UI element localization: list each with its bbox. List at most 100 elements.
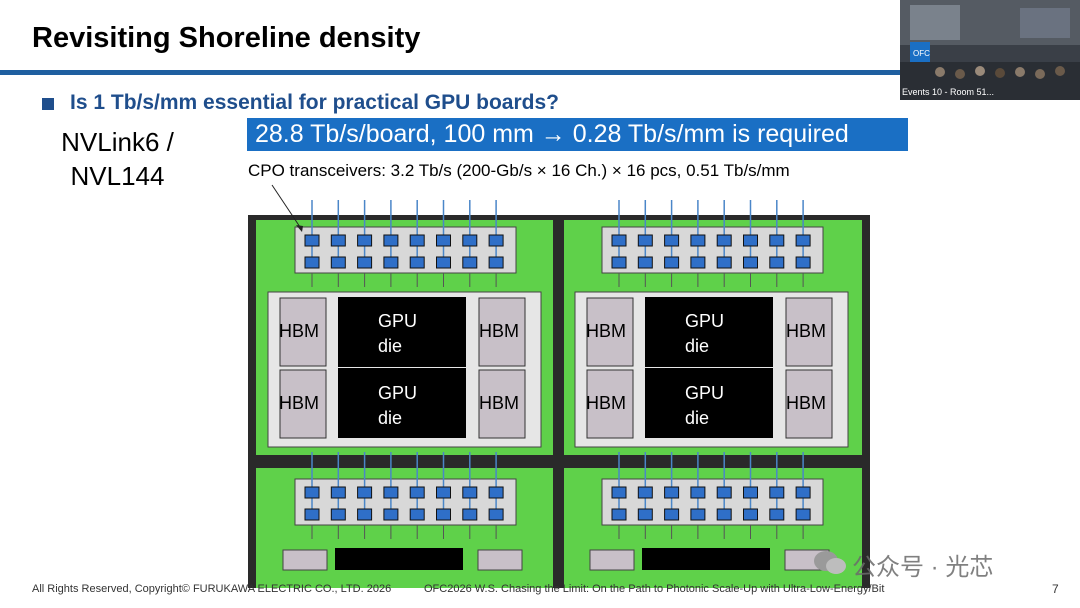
requirement-banner: 28.8 Tb/s/board, 100 mm → 0.28 Tb/s/mm i… [247,118,908,151]
cpo-transceiver [795,234,811,247]
hbm-label: HBM [786,393,826,413]
cpo-transceiver [611,256,627,269]
cpo-pointer-arrowhead [296,225,303,232]
wechat-icon [814,551,846,574]
cpo-transceiver [716,256,732,269]
hbm-label: HBM [279,393,319,413]
gpu-die-label: die [685,336,710,356]
cpo-transceiver [330,486,346,499]
cpo-transceiver [383,256,399,269]
cpo-transceiver [436,234,451,247]
cpo-transceiver [769,256,785,269]
hbm-block [785,369,833,439]
fiber-lines [311,200,804,539]
gpu-die-label: die [378,408,403,428]
gpu-die [338,297,466,367]
cpo-transceiver [637,508,653,521]
cpo-transceiver [330,256,346,269]
hbm-label: HBM [786,321,826,341]
nvlink-label: NVLink6 / NVL144 [55,125,180,193]
cpo-transceiver [488,234,504,247]
nvlink-line2: NVL144 [70,161,165,191]
page-number: 7 [1052,582,1059,596]
gpu-die [645,297,773,367]
gpu-die-label: GPU [378,311,418,331]
cpo-transceiver [409,256,425,269]
gpu-die [645,368,773,438]
cpo-transceiver [462,256,478,269]
hbm-label: HBM [586,393,626,413]
hbm-block [279,297,327,367]
cpo-transceiver [304,234,320,247]
cpo-transceiver [716,508,732,521]
hbm-partial [282,549,328,571]
hbm-label: HBM [586,321,626,341]
gpu-die [338,368,466,438]
hbm-block [586,297,634,367]
cpo-module-group [294,478,517,526]
cpo-transceiver [611,486,627,499]
cpo-transceiver [357,486,373,499]
hbm-label: HBM [479,393,519,413]
cpo-transceiver [409,508,425,521]
cpo-transceiver [611,234,627,247]
cpo-transceiver [795,508,811,521]
cpo-transceiver [436,486,451,499]
cpo-transceiver [330,234,346,247]
speaker-video-feed[interactable]: OFC [900,0,1080,100]
transceiver-squares [304,234,811,521]
cpo-transceiver [743,486,758,499]
gpu-die-partial [642,548,770,570]
cpo-transceiver [664,508,680,521]
cpo-transceiver [488,486,504,499]
cpo-transceiver [637,256,653,269]
hbm-partial [589,549,635,571]
video-room-label: Events 10 - Room 51... [902,87,995,97]
cpo-pointer-line [271,184,303,231]
cpo-module-group [294,226,517,274]
hbm-partial [477,549,523,571]
cpo-module-group [601,226,824,274]
cpo-transceiver [743,234,758,247]
cpo-transceiver [637,486,653,499]
title-underline [0,70,900,75]
gpu-die-label: GPU [378,383,418,403]
cpo-transceiver [795,256,811,269]
gpu-die-label: GPU [685,383,725,403]
ofc-sign [910,42,930,62]
bullet-square-icon [42,98,54,110]
cpo-note: CPO transceivers: 3.2 Tb/s (200-Gb/s × 1… [248,161,790,180]
cpo-transceiver [357,508,373,521]
gpu-die-partial [335,548,463,570]
watermark-text: 公众号 · 光芯 [852,554,994,581]
cpo-transceiver [716,486,732,499]
cpo-transceiver [690,508,706,521]
hbm-block [586,369,634,439]
footer-session: OFC2026 W.S. Chasing the Limit: On the P… [424,583,885,595]
cpo-transceiver [462,486,478,499]
cpo-transceiver [409,234,425,247]
cpo-transceiver [488,256,504,269]
cpo-transceiver [304,486,320,499]
cpo-transceiver [743,256,758,269]
cpo-transceiver [611,508,627,521]
cpo-transceiver [664,234,680,247]
gpu-die-label: die [685,408,710,428]
footer-copyright: All Rights Reserved, Copyright© FURUKAWA… [32,583,392,595]
cpo-transceiver [357,234,373,247]
cpo-transceiver [664,256,680,269]
cpo-transceiver [304,508,320,521]
cpo-transceiver [716,234,732,247]
cpo-transceiver [637,234,653,247]
cpo-transceiver [769,234,785,247]
cpo-transceiver [436,508,451,521]
hbm-block [785,297,833,367]
cpo-transceiver [795,486,811,499]
cpo-transceiver [330,508,346,521]
cpo-transceiver [488,508,504,521]
cpo-transceiver [462,508,478,521]
cpo-transceiver [304,256,320,269]
question-text: Is 1 Tb/s/mm essential for practical GPU… [70,91,559,114]
nvlink-line1: NVLink6 / [61,127,174,157]
